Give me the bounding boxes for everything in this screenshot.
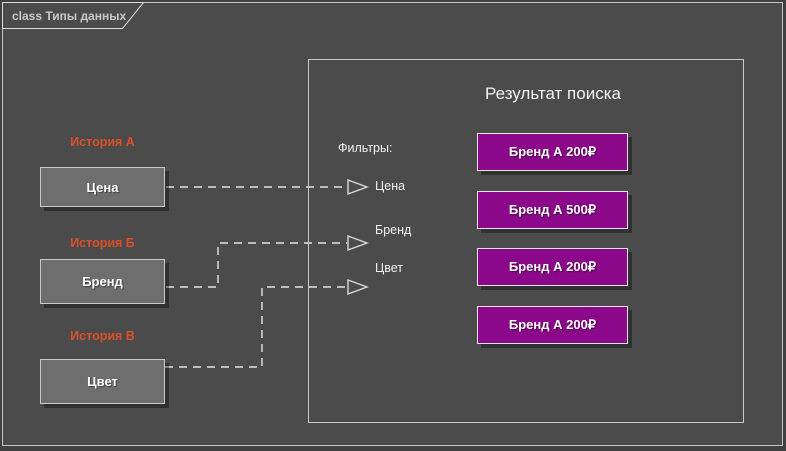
class-box-price[interactable]: Цена xyxy=(40,167,165,207)
result-card-4[interactable]: Бренд А 200₽ xyxy=(477,306,628,344)
result-card-3[interactable]: Бренд А 200₽ xyxy=(477,248,628,286)
frame-tab-label: class Типы данных xyxy=(12,9,127,23)
class-box-color[interactable]: Цвет xyxy=(40,359,165,404)
result-card-2[interactable]: Бренд А 500₽ xyxy=(477,191,628,229)
filter-label-color: Цвет xyxy=(375,261,404,275)
story-label-a: История А xyxy=(70,135,135,149)
filter-label-price: Цена xyxy=(375,179,406,193)
result-card-2-label: Бренд А 500₽ xyxy=(508,202,597,217)
filter-arrow-icon-brand xyxy=(347,235,369,251)
filter-arrow-icon-color xyxy=(347,279,369,295)
result-card-1[interactable]: Бренд А 200₽ xyxy=(477,133,628,171)
search-result-title: Результат поиска xyxy=(485,84,621,103)
diagram-frame-tab: class Типы данных xyxy=(2,2,152,30)
class-box-price-label: Цена xyxy=(86,179,119,195)
result-card-3-label: Бренд А 200₽ xyxy=(508,259,597,274)
story-label-c: История В xyxy=(70,329,135,343)
filter-arrow-icon-price xyxy=(347,179,369,195)
frame-tab-shape-icon xyxy=(2,2,145,29)
result-card-4-label: Бренд А 200₽ xyxy=(508,317,597,332)
result-card-1-label: Бренд А 200₽ xyxy=(508,144,597,159)
filter-label-brand: Бренд xyxy=(375,223,412,237)
class-box-brand[interactable]: Бренд xyxy=(40,259,165,304)
search-result-panel[interactable] xyxy=(308,59,744,423)
class-box-color-label: Цвет xyxy=(87,374,118,389)
filters-label: Фильтры: xyxy=(338,141,393,155)
class-box-brand-label: Бренд xyxy=(82,274,123,289)
story-label-b: История Б xyxy=(70,236,135,250)
